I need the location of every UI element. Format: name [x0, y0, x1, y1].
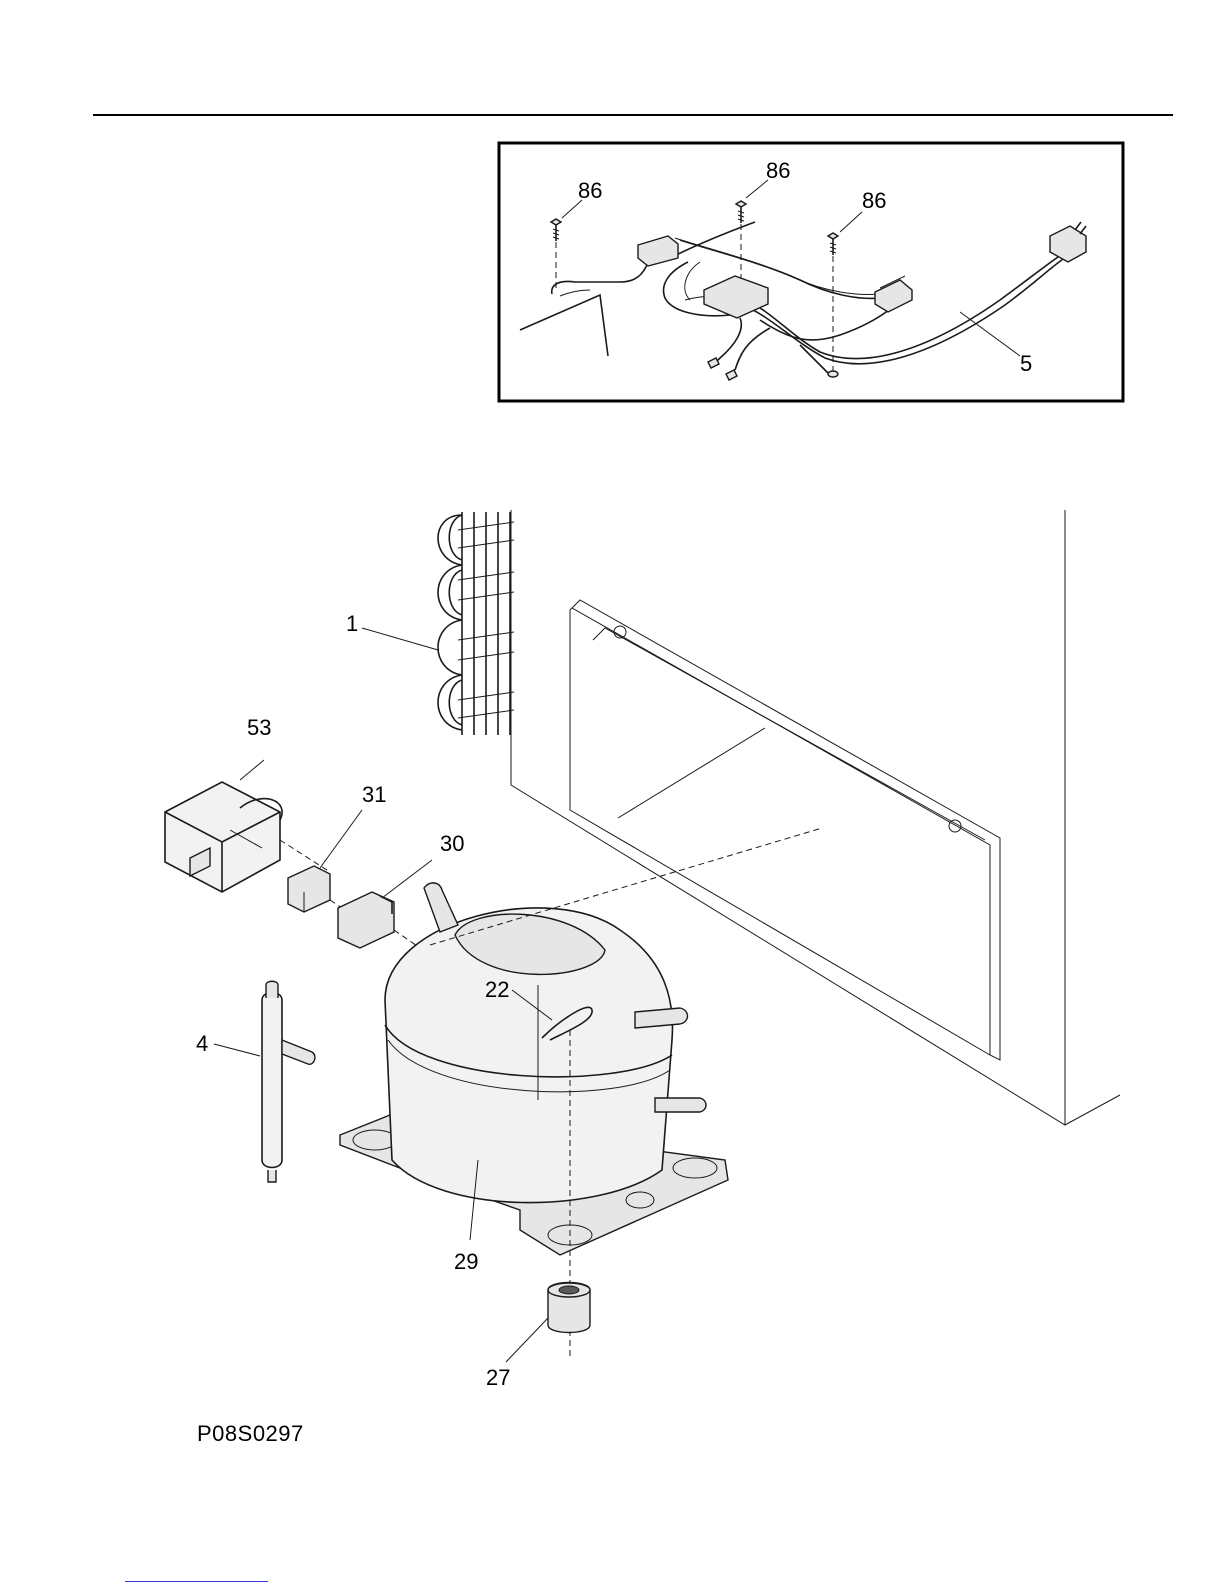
filter-drier — [262, 981, 315, 1182]
callout-compressor: 29 — [454, 1249, 478, 1274]
callout-cover: 53 — [247, 715, 271, 740]
condenser-coil — [438, 512, 514, 735]
drawing-reference: P08S0297 — [197, 1421, 304, 1447]
callout-screw-right: 86 — [862, 188, 886, 213]
callout-condenser: 1 — [346, 611, 358, 636]
overload-protector — [338, 892, 394, 948]
grommet — [548, 1283, 590, 1333]
callout-harness: 5 — [1020, 351, 1032, 376]
callout-clip: 22 — [485, 977, 509, 1002]
start-relay — [288, 866, 330, 912]
callout-relay: 31 — [362, 782, 386, 807]
callout-screw-left: 86 — [578, 178, 602, 203]
footer-link-underline[interactable] — [125, 1581, 268, 1582]
callout-screw-mid: 86 — [766, 158, 790, 183]
callout-overload: 30 — [440, 831, 464, 856]
callout-grommet: 27 — [486, 1365, 510, 1390]
callout-drier: 4 — [196, 1031, 208, 1056]
terminal-cover — [165, 782, 282, 892]
compressor — [340, 883, 728, 1255]
